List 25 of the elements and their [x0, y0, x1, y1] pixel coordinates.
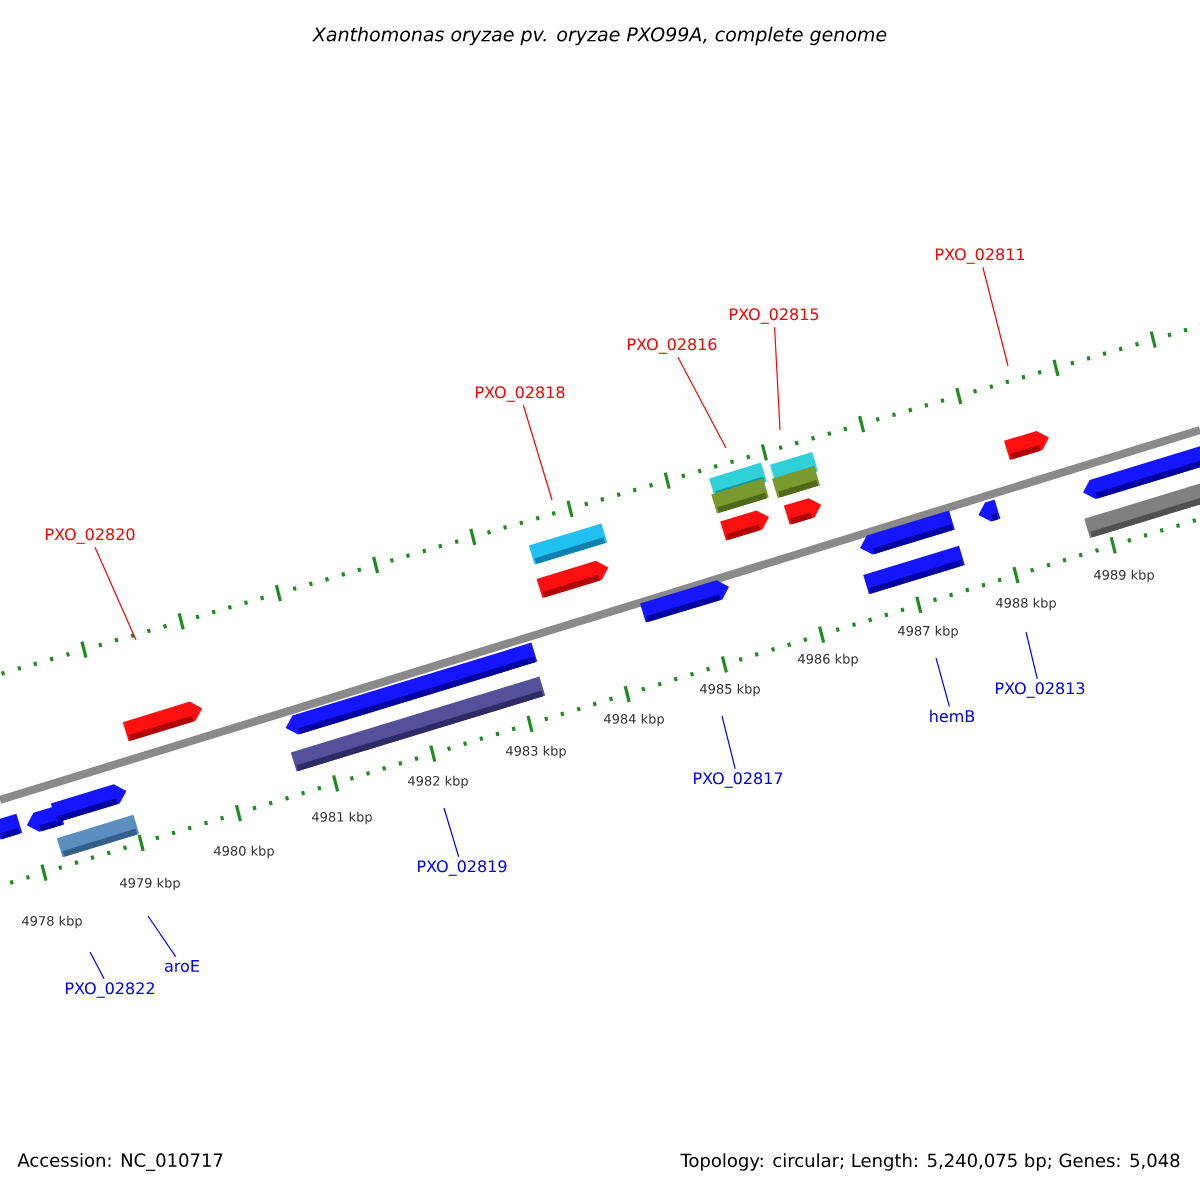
accession-text: Accession: NC_010717 [17, 1153, 223, 1171]
gene-label: aroE [165, 960, 199, 972]
genome-title: Xanthomonas oryzae pv. oryzae PXO99A, complete genome [312, 26, 887, 46]
leader-line [522, 404, 553, 501]
gene-label: PXO_02819 [418, 860, 507, 876]
leader-line [1025, 631, 1038, 680]
leader-line [935, 657, 950, 707]
leader-line [94, 546, 137, 641]
leader-line [147, 915, 177, 958]
leader-line [443, 807, 460, 858]
gene-label: PXO_02817 [694, 772, 783, 788]
gene-label: PXO_02813 [996, 682, 1085, 698]
gene-label: hemB [930, 709, 975, 723]
gene-label: PXO_02811 [936, 248, 1025, 264]
gene-label: PXO_02818 [476, 386, 565, 402]
leader-line [982, 266, 1009, 367]
genome-info-text: Topology: circular; Length: 5,240,075 bp; Genes: 5,048 [680, 1153, 1180, 1171]
leader-line [721, 715, 736, 770]
gene-label: PXO_02815 [730, 308, 819, 324]
leader-line [89, 951, 105, 980]
leader-line [774, 326, 781, 431]
gene-label: PXO_02816 [628, 338, 717, 354]
gene-label: PXO_02822 [66, 982, 154, 998]
leader-line [677, 356, 727, 449]
gene-label: PXO_02820 [46, 528, 135, 544]
